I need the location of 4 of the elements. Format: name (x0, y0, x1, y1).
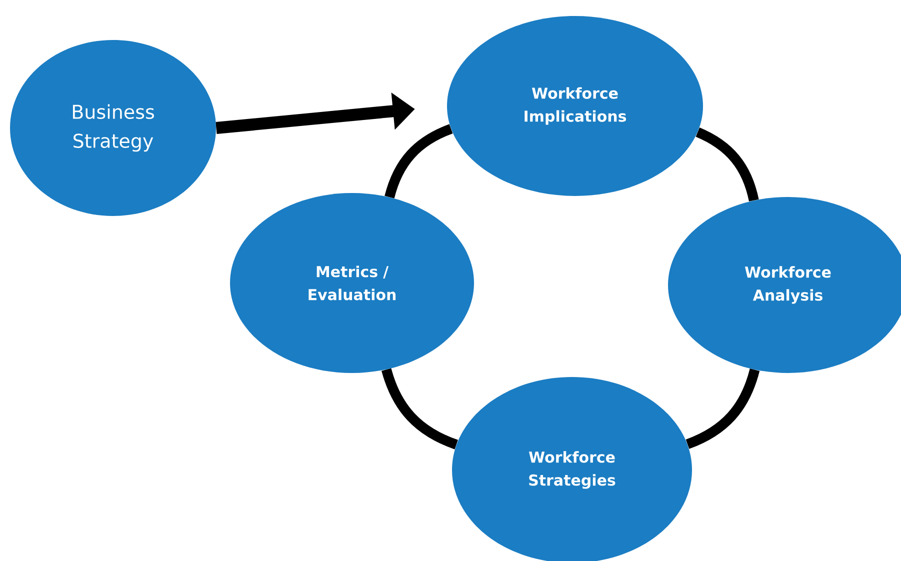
connector-arc (382, 368, 458, 450)
connector-arc (696, 128, 759, 202)
connector-arc (384, 124, 453, 198)
connector-arc (686, 368, 760, 449)
